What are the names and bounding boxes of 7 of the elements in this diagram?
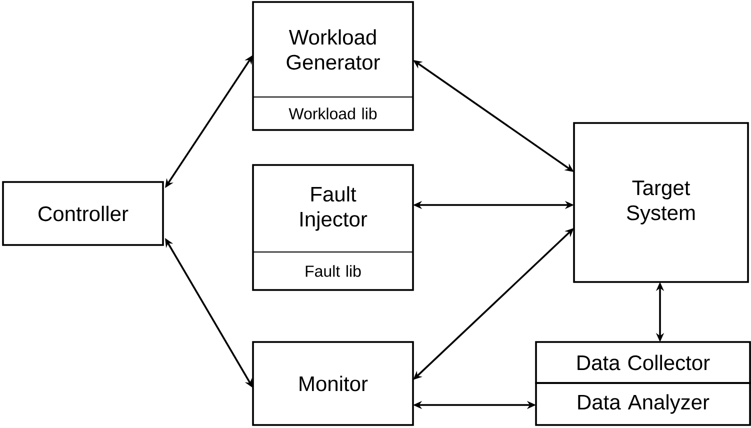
process-box: Data Collector	[535, 341, 751, 384]
process-box: Target System	[573, 122, 749, 283]
process-box: Data Analyzer	[535, 382, 751, 426]
process-box: Workload Generator Workload lib	[252, 1, 414, 131]
process-box: Fault Injector Fault lib	[252, 164, 414, 291]
process-box: Monitor	[252, 341, 414, 426]
process-box: Controller	[2, 181, 164, 246]
